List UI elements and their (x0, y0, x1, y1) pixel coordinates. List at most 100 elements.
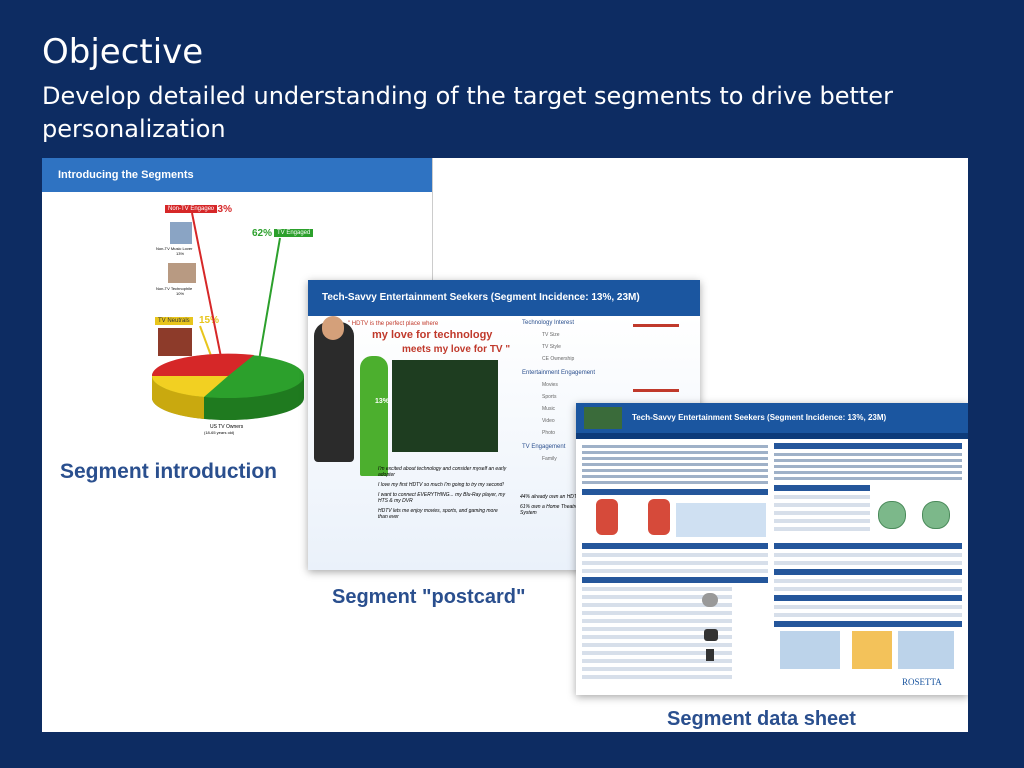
postcard-quote-line-3: meets my love for TV " (402, 344, 511, 355)
intro-slide-header: Introducing the Segments (42, 158, 432, 192)
person-head (322, 316, 344, 340)
rosetta-logo: ROSETTA (902, 677, 942, 687)
table-row (774, 543, 962, 549)
postcard-quote-line-2: my love for technology (372, 329, 493, 341)
interest-sub: Sports (542, 394, 557, 400)
segment-silhouette (360, 356, 388, 476)
caption-segment-data-sheet: Segment data sheet (667, 708, 856, 730)
table-row (582, 569, 768, 573)
table-row (582, 489, 768, 495)
table-row (774, 587, 962, 591)
tv-neutrals-pct: 15% (199, 315, 220, 326)
store-chart (780, 631, 840, 669)
table-row (582, 651, 732, 655)
table-row (774, 503, 870, 507)
game-controller-icon (704, 629, 718, 641)
page-title: Objective (42, 32, 204, 72)
technophile-pct: 10% (176, 291, 185, 296)
table-row (774, 465, 962, 468)
table-row (582, 603, 732, 607)
tv-room-image (392, 360, 498, 452)
table-row (582, 635, 732, 639)
postcard-right-bullets: 44% already own an HDTV 61% own a Home T… (520, 494, 590, 516)
table-row (582, 611, 732, 615)
table-row (582, 553, 768, 557)
table-row (582, 627, 732, 631)
tv-neutrals-tag: TV Neutrals (155, 317, 193, 325)
interest-bar (633, 324, 679, 327)
interest-sub: Music (542, 406, 556, 412)
segment-pie-chart (151, 212, 304, 420)
table-row (582, 619, 732, 623)
table-row (582, 675, 732, 679)
tv-engaged-pct: 62% (252, 228, 273, 239)
pie-label: US TV Owners (210, 424, 244, 430)
table-row (774, 621, 962, 627)
table-row (582, 595, 732, 599)
data-sheet-title: Tech-Savvy Entertainment Seekers (Segmen… (632, 413, 887, 422)
postcard-header: Tech-Savvy Entertainment Seekers (Segmen… (308, 280, 700, 316)
interest-sub: CE Ownership (542, 356, 575, 362)
table-row (774, 553, 962, 557)
postcard-bullet: HDTV lets me enjoy movies, sports, and g… (378, 508, 498, 520)
gender-male-icon (648, 499, 670, 535)
postcard-bullet: I love my first HDTV so much I'm going t… (378, 482, 504, 488)
postcard-bullets: I'm excited about technology and conside… (378, 466, 508, 520)
music-note-icon (706, 649, 714, 661)
store-chart-2 (898, 631, 954, 669)
postcard-right-bullet: 44% already own an HDTV (520, 494, 581, 500)
table-row (774, 569, 962, 575)
table-row (774, 495, 870, 499)
interest-entertainment: Entertainment Engagement (522, 370, 596, 376)
postcard-quote-line-1: " HDTV is the perfect place where (348, 321, 439, 327)
tv-neutrals-photo (158, 328, 192, 356)
slide-content-canvas: Introducing the Segments Non-TV Engaged … (42, 158, 968, 732)
technophile-photo (168, 263, 196, 283)
table-row (582, 457, 768, 460)
non-tv-engaged-tag: Non-TV Engaged (165, 205, 218, 213)
table-row (582, 659, 732, 663)
table-row (582, 451, 768, 454)
table-row (774, 443, 962, 449)
interest-sub: Family (542, 456, 557, 462)
interest-sub: Movies (542, 382, 558, 388)
person-figure (314, 322, 354, 462)
table-row (774, 561, 962, 565)
technophile-label: Non-TV Technophile (156, 286, 193, 291)
table-row (774, 579, 962, 583)
screen-pct: 13% (375, 398, 390, 405)
ownership-pie-1 (878, 501, 906, 529)
table-row (774, 595, 962, 601)
postcard-bullet: I'm excited about technology and conside… (378, 466, 507, 478)
caption-segment-postcard: Segment "postcard" (332, 586, 526, 608)
table-row (774, 605, 962, 609)
table-row (582, 577, 768, 583)
interest-sub: TV Size (542, 332, 560, 338)
pie-sublabel: (18-65 years old) (204, 430, 235, 435)
table-row (774, 477, 962, 480)
postcard-bullet: I want to connect EVERYTHING... my Blu-R… (378, 492, 506, 504)
interest-panel: Technology Interest TV Size TV Style CE … (522, 320, 692, 462)
table-row (774, 613, 962, 617)
table-row (582, 481, 768, 484)
table-row (774, 519, 870, 523)
non-tv-engaged-pct: 23% (212, 204, 233, 215)
postcard-right-bullet: 61% own a Home Theatre System (520, 504, 579, 516)
ownership-pie-2 (922, 501, 950, 529)
interest-sub: TV Style (542, 344, 561, 350)
table-row (582, 463, 768, 466)
table-row (774, 527, 870, 531)
music-lover-label: Non-TV Music Lover (156, 246, 193, 251)
page-subtitle: Develop detailed understanding of the ta… (42, 82, 893, 143)
gender-female-icon (596, 499, 618, 535)
caption-segment-introduction: Segment introduction (60, 460, 277, 483)
table-row (582, 469, 768, 472)
tv-engaged-tag: TV Engaged (274, 229, 314, 237)
store-chart-accent (852, 631, 892, 669)
interest-sub: Video (542, 418, 555, 424)
table-row (582, 475, 768, 478)
table-row (774, 459, 962, 462)
table-row (774, 485, 870, 491)
table-row (582, 543, 768, 549)
music-lover-photo (170, 222, 192, 244)
